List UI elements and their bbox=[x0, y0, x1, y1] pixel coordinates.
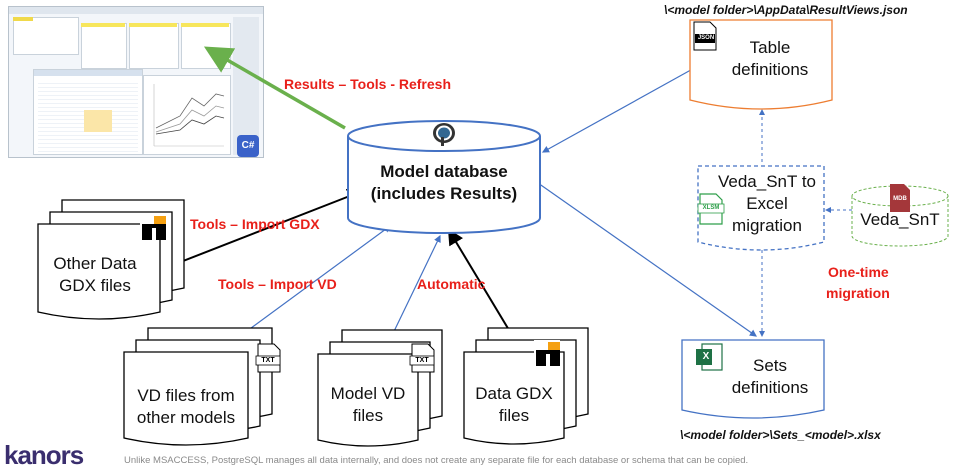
gdx-icon bbox=[534, 340, 560, 366]
xlsx-path-label: \<model folder>\Sets_<model>.xlsx bbox=[680, 428, 881, 442]
other-gdx-doc-stack bbox=[37, 199, 185, 320]
txt-icon-label: TXT bbox=[415, 357, 429, 364]
sets-defs-label-2: definitions bbox=[731, 378, 809, 397]
other-gdx-label-2: GDX files bbox=[59, 276, 131, 295]
migration-doc-label-2: Excel bbox=[746, 194, 788, 213]
data-gdx-label-2: files bbox=[498, 406, 530, 425]
csharp-icon: C# bbox=[237, 135, 259, 157]
excel-icon-label: X bbox=[702, 351, 710, 362]
model-vd-label-1: Model VD bbox=[330, 384, 406, 403]
txt-icon-label: TXT bbox=[261, 357, 275, 364]
xlsx-link bbox=[527, 175, 757, 337]
other-gdx-label-1: Other Data bbox=[53, 254, 137, 273]
migration-doc-label-3: migration bbox=[732, 216, 802, 235]
app-screenshot-thumbnail: C# bbox=[8, 6, 264, 158]
refresh-arrow bbox=[203, 46, 346, 130]
data-gdx-label-1: Data GDX bbox=[475, 384, 553, 403]
automatic-arrow bbox=[447, 228, 516, 341]
database-title: Model database bbox=[380, 162, 508, 181]
veda-snt-label: Veda_SnT bbox=[860, 210, 940, 229]
postgresql-icon bbox=[433, 123, 455, 146]
table-definitions-doc bbox=[689, 19, 833, 110]
import-gdx-arrow bbox=[159, 188, 364, 271]
model-database-cylinder bbox=[347, 120, 541, 234]
model-vd-label-2: files bbox=[352, 406, 384, 425]
txt-file-icon bbox=[255, 343, 281, 373]
migration-label: migration bbox=[826, 285, 890, 301]
vd-other-label-1: VD files from bbox=[137, 386, 235, 405]
results-refresh-label: Results – Tools - Refresh bbox=[284, 76, 452, 92]
vd-other-doc-stack bbox=[123, 327, 273, 446]
json-link bbox=[541, 65, 700, 153]
sets-defs-label-1: Sets bbox=[752, 356, 788, 375]
mdb-icon-label: MDB bbox=[893, 196, 907, 202]
excel-icon bbox=[696, 343, 723, 371]
json-file-icon bbox=[693, 21, 717, 51]
table-defs-label-2: definitions bbox=[731, 60, 809, 79]
table-defs-label-1: Table bbox=[749, 38, 791, 57]
kanors-logo: kanors bbox=[4, 440, 84, 470]
import-vd-arrow bbox=[227, 225, 391, 346]
model-vd-doc-stack bbox=[317, 329, 443, 447]
migration-doc-label-1: Veda_SnT to bbox=[718, 172, 816, 191]
footer-note: Unlike MSACCESS, PostgreSQL manages all … bbox=[124, 455, 749, 466]
import-gdx-label: Tools – Import GDX bbox=[190, 216, 320, 232]
json-icon-label: JSON bbox=[697, 35, 715, 41]
txt-file-icon bbox=[409, 343, 435, 373]
xlsm-icon-label: XLSM bbox=[702, 205, 720, 211]
import-vd-label: Tools – Import VD bbox=[218, 276, 337, 292]
automatic-label: Automatic bbox=[417, 276, 486, 292]
json-path-label: \<model folder>\AppData\ResultViews.json bbox=[664, 3, 908, 17]
gdx-icon bbox=[140, 214, 166, 240]
one-time-label: One-time bbox=[828, 264, 889, 280]
database-subtitle: (includes Results) bbox=[370, 184, 518, 203]
migration-doc bbox=[697, 165, 825, 251]
mdb-file-icon bbox=[890, 184, 910, 212]
vd-other-label-2: other models bbox=[136, 408, 236, 427]
xlsm-file-icon bbox=[697, 193, 725, 225]
